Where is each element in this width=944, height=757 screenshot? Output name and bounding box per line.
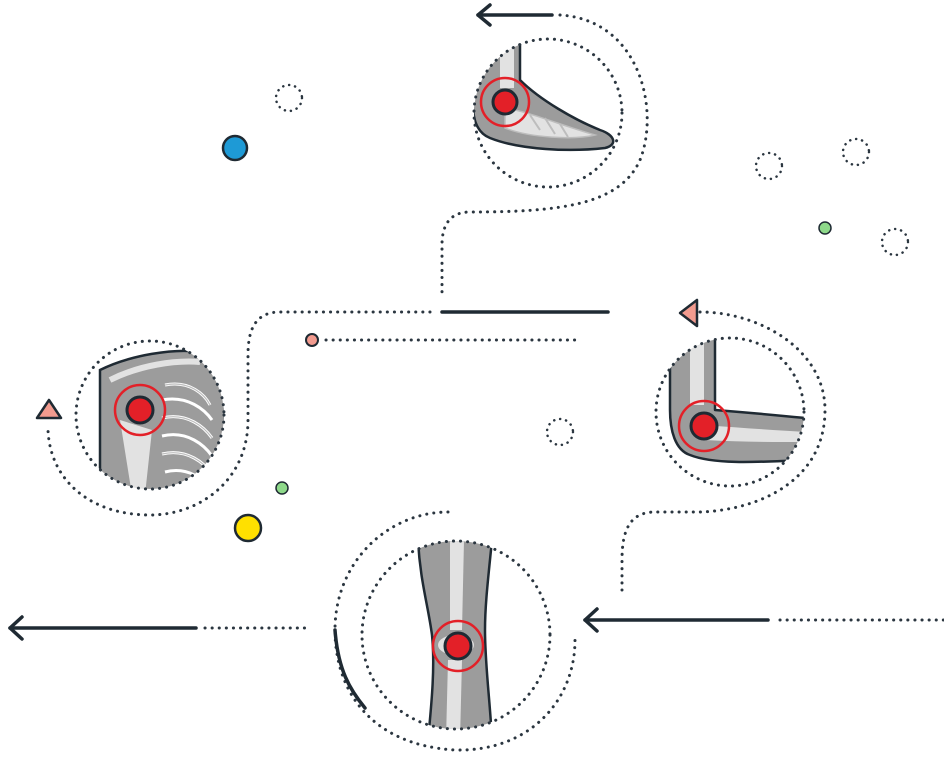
shoulder-pain-ring	[113, 383, 167, 437]
knee-pain-ring	[431, 619, 485, 673]
dotted-ring-2	[754, 151, 784, 181]
ankle-pain-marker	[491, 88, 519, 116]
green-dot-small	[275, 481, 289, 495]
arrow-left-top	[476, 3, 554, 27]
green-dot-right	[818, 221, 832, 235]
ankle-joint-icon	[472, 37, 624, 189]
dotted-ring-4	[880, 227, 910, 257]
solid-knee-arc	[333, 628, 367, 710]
arrow-left-knee	[583, 607, 770, 633]
dotted-ring-1	[274, 83, 304, 113]
solid-connectors	[333, 310, 610, 710]
dotted-ring-3	[841, 137, 871, 167]
path-elbow-loop	[620, 310, 827, 592]
knee-joint-icon	[360, 539, 552, 731]
dotted-ring-5	[545, 417, 575, 447]
salmon-triangle-right	[678, 298, 699, 328]
elbow-pain-ring	[677, 399, 731, 453]
salmon-triangle-left	[35, 398, 63, 420]
blue-dot	[221, 134, 249, 162]
elbow-pain-marker	[689, 411, 719, 441]
dotted-rings	[274, 83, 910, 447]
path-knee-arc	[333, 510, 577, 752]
knee-pain-marker	[443, 631, 473, 661]
arrow-left-bottom	[8, 615, 198, 641]
yellow-dot	[233, 513, 263, 543]
shoulder-joint-icon	[74, 339, 226, 491]
salmon-dot	[305, 333, 319, 347]
connector-paths	[46, 13, 944, 752]
path-to-shoulder	[46, 310, 432, 517]
shoulder-pain-marker	[125, 395, 155, 425]
path-ankle-down	[440, 13, 649, 297]
ankle-pain-ring	[479, 76, 531, 128]
elbow-joint-icon	[654, 336, 806, 488]
